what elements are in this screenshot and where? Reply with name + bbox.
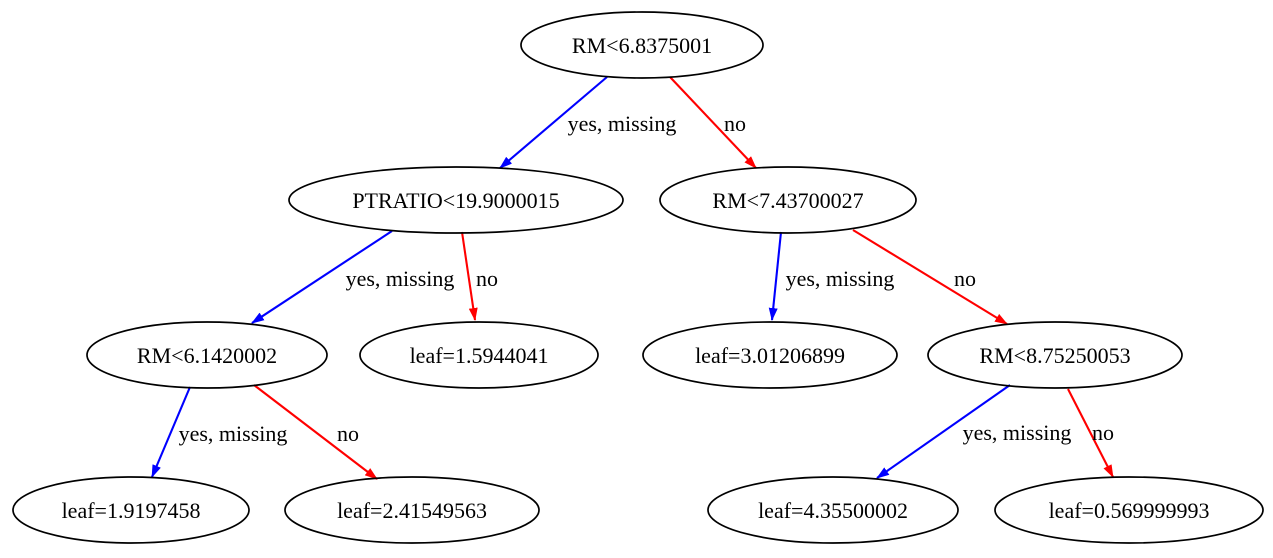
edge-rm8752-no: no (1067, 388, 1114, 478)
tree-node-split-rm875250053: RM<8.75250053 (927, 321, 1183, 389)
node-label: leaf=1.9197458 (62, 498, 201, 523)
edge-line-yes (251, 230, 393, 324)
edge-root-yes-missing: yes, missing (499, 76, 677, 169)
node-label: leaf=1.5944041 (410, 343, 549, 368)
edge-rm7437-yes-missing: yes, missing (768, 231, 895, 321)
edge-rm6142-no: no (253, 384, 378, 480)
edge-line-no (460, 231, 478, 321)
node-ellipse (359, 321, 599, 389)
edge-ptratio-yes-missing: yes, missing (251, 230, 455, 324)
node-ellipse (642, 321, 898, 389)
edge-line-no (852, 229, 1008, 325)
edge-label: yes, missing (963, 420, 1072, 445)
node-ellipse (994, 476, 1264, 544)
node-label: RM<6.8375001 (572, 33, 712, 58)
tree-node-leaf-435500002: leaf=4.35500002 (707, 476, 959, 544)
edge-label: yes, missing (346, 266, 455, 291)
edge-line-no (669, 76, 757, 169)
tree-node-leaf-19197458: leaf=1.9197458 (12, 476, 250, 544)
edge-label: no (1092, 420, 1114, 445)
node-label: leaf=0.569999993 (1049, 498, 1210, 523)
edge-rm6142-yes-missing: yes, missing (151, 386, 288, 478)
node-ellipse (86, 321, 328, 389)
node-label: leaf=3.01206899 (695, 343, 845, 368)
edge-ptratio-no: no (460, 231, 498, 321)
edge-label: no (337, 421, 359, 446)
node-ellipse (927, 321, 1183, 389)
edge-line-yes (876, 384, 1011, 479)
node-label: leaf=4.35500002 (758, 498, 908, 523)
tree-node-leaf-0569999993: leaf=0.569999993 (994, 476, 1264, 544)
edge-rm8752-yes-missing: yes, missing (876, 384, 1072, 479)
edge-label: no (476, 266, 498, 291)
node-label: RM<8.75250053 (979, 343, 1130, 368)
edge-line-no (1067, 388, 1114, 478)
edge-label: yes, missing (568, 111, 677, 136)
node-ellipse (659, 166, 917, 234)
node-label: RM<6.1420002 (137, 343, 277, 368)
node-ellipse (12, 476, 250, 544)
node-label: RM<7.43700027 (712, 188, 863, 213)
tree-node-split-rm68375001: RM<6.8375001 (520, 11, 764, 79)
node-ellipse (707, 476, 959, 544)
node-ellipse (520, 11, 764, 79)
tree-node-leaf-15944041: leaf=1.5944041 (359, 321, 599, 389)
edge-line-yes (151, 386, 191, 478)
tree-node-split-rm61420002: RM<6.1420002 (86, 321, 328, 389)
edge-label: no (954, 266, 976, 291)
tree-node-split-ptratio: PTRATIO<19.9000015 (288, 166, 624, 234)
edge-rm7437-no: no (852, 229, 1008, 325)
edge-label: yes, missing (179, 421, 288, 446)
tree-node-split-rm743700027: RM<7.43700027 (659, 166, 917, 234)
tree-node-leaf-241549563: leaf=2.41549563 (284, 476, 540, 544)
node-ellipse (284, 476, 540, 544)
node-label: leaf=2.41549563 (337, 498, 487, 523)
edge-label: yes, missing (786, 266, 895, 291)
edge-line-yes (499, 76, 608, 169)
edge-label: no (724, 111, 746, 136)
tree-node-leaf-301206899: leaf=3.01206899 (642, 321, 898, 389)
node-ellipse (288, 166, 624, 234)
node-label: PTRATIO<19.9000015 (352, 188, 559, 213)
edge-root-no: no (669, 76, 757, 169)
edge-line-no (253, 384, 378, 480)
edge-line-yes (768, 231, 783, 321)
